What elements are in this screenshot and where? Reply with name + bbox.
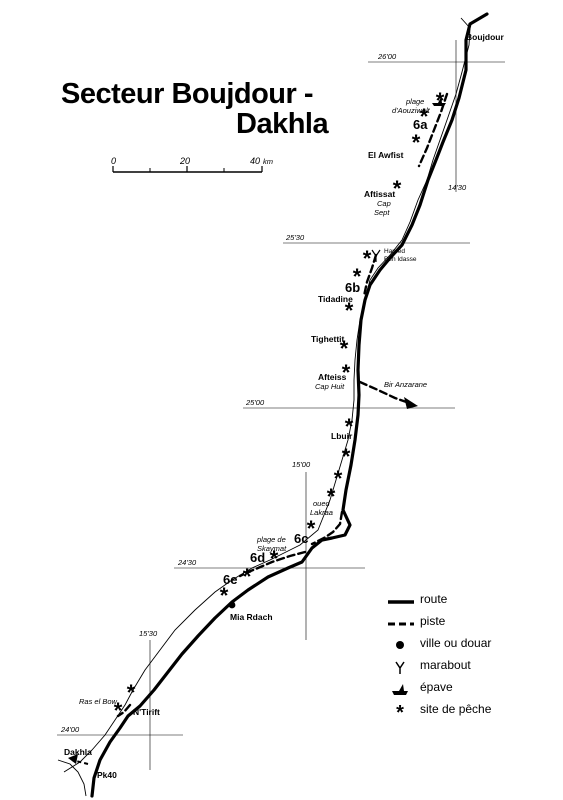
legend-row-epave: épave (388, 678, 558, 700)
map-legend: route piste ville ou douar marabout épav… (388, 590, 558, 722)
road-route (90, 12, 489, 798)
fishing-site-icon: * (342, 444, 351, 469)
label-dakhla: Dakhla (64, 747, 92, 757)
scale-tick-20: 20 (179, 156, 190, 166)
coord-1430: 14'30 (448, 183, 467, 192)
piste-6d-6e (238, 550, 307, 578)
fishing-site-icon: * (412, 130, 421, 155)
coord-1530: 15'30 (139, 629, 158, 638)
sector-6c: 6c (294, 531, 308, 546)
label-cap: Cap (377, 199, 391, 208)
sector-6e: 6e (223, 572, 237, 587)
label-el-awfist: El Awfist (368, 150, 404, 160)
fishing-site-icon: * (342, 360, 351, 385)
label-ntirift: N'Tirift (133, 707, 160, 717)
sector-6a: 6a (413, 117, 428, 132)
legend-piste-label: piste (420, 614, 446, 628)
coastline (57, 17, 471, 797)
fishing-site-icon: * (307, 516, 316, 541)
label-boujdour: Boujdour (466, 32, 504, 42)
legend-marabout-icon (395, 661, 405, 674)
piste-ntirift (116, 703, 132, 718)
label-plage-de: plage de (256, 535, 286, 544)
fishing-site-icon: * (393, 176, 402, 201)
legend-ville-label: ville ou douar (420, 636, 492, 650)
fishing-site-icon: * (243, 564, 252, 589)
piste-6b (362, 253, 378, 298)
label-ben-idasse: Ben Idasse (384, 256, 417, 263)
fishing-site-icon: * (334, 466, 343, 491)
scale-tick-0: 0 (111, 156, 116, 166)
label-skaymat: Skaymat (257, 544, 287, 553)
piste-dakhla (71, 759, 89, 765)
label-sept: Sept (374, 208, 390, 217)
legend-shipwreck-icon (392, 684, 408, 695)
coord-2600: 26'00 (377, 52, 397, 61)
coord-2400: 24'00 (60, 725, 80, 734)
fishing-site-icon: * (270, 546, 279, 571)
village-mia-rdach (228, 601, 236, 609)
map-title-line1: Secteur Boujdour - (61, 78, 314, 110)
coord-2430: 24'30 (177, 558, 197, 567)
legend-piste-symbol (388, 622, 414, 626)
sector-6d: 6d (250, 550, 265, 565)
legend-row-ville: ville ou douar (388, 634, 558, 656)
legend-row-peche: * site de pêche (388, 700, 558, 722)
legend-route-label: route (420, 592, 448, 606)
label-oued: oued (313, 499, 331, 508)
fishing-site-icon: * (420, 104, 429, 129)
fishing-site-icon: * (114, 698, 123, 723)
label-tidadine: Tidadine (318, 294, 353, 304)
legend-row-piste: piste (388, 612, 558, 634)
legend-row-route: route (388, 590, 558, 612)
coord-1500: 15'00 (292, 460, 311, 469)
place-labels: Boujdour El Awfist Aftissat Hamed Ben Id… (60, 32, 504, 780)
piste-bir-anzarane (358, 380, 414, 406)
label-aftissat: Aftissat (364, 189, 395, 199)
fishing-site-icon: * (363, 246, 372, 271)
legend-fishing-site-icon: * (396, 702, 404, 722)
label-lakraa: Lakraa (310, 508, 333, 517)
label-mia-rdach: Mia Rdach (230, 612, 273, 622)
legend-marabout-label: marabout (420, 658, 471, 672)
fishing-site-icon: * (345, 298, 354, 323)
shipwreck-icon (432, 97, 446, 106)
label-bir-anzarane: Bir Anzarane (384, 380, 427, 389)
label-cap-huit: Cap Huit (315, 382, 345, 391)
label-aouziwelt: d'Aouziwelt (392, 106, 431, 115)
sector-6b: 6b (345, 280, 360, 295)
fishing-site-icon: * (127, 680, 136, 705)
piste-lakraa (310, 510, 344, 546)
coord-2530: 25'30 (285, 233, 305, 242)
fishing-site-icon: * (327, 484, 336, 509)
legend-row-marabout: marabout (388, 656, 558, 678)
marabout-icon (371, 249, 381, 262)
arrow-dakhla (68, 754, 78, 764)
scale-tick-40: 40 (250, 156, 260, 166)
label-ras-el-bow: Ras el Bow (79, 697, 118, 706)
legend-village-icon (396, 641, 404, 649)
label-tighettit: Tighettit (311, 334, 345, 344)
label-hamed: Hamed (384, 248, 405, 255)
arrow-bir-anzarane (404, 397, 418, 409)
fishing-sites: * * * * * * * * * * * * * * * * * * * (114, 88, 445, 723)
map-title-line2: Dakhla (236, 108, 329, 140)
fishing-site-icon: * (345, 414, 354, 439)
coord-2500: 25'00 (245, 398, 265, 407)
scale-unit: km (263, 157, 273, 166)
legend-epave-label: épave (420, 680, 453, 694)
label-pk40: Pk40 (97, 770, 117, 780)
label-plage: plage (405, 97, 424, 106)
fishing-site-icon: * (220, 583, 229, 608)
fishing-site-icon: * (353, 264, 362, 289)
label-afteiss: Afteiss (318, 372, 347, 382)
legend-route-symbol (388, 600, 414, 604)
scale-bar: 0 20 40 km (111, 156, 273, 173)
legend-peche-label: site de pêche (420, 702, 492, 716)
svg-text:*: * (396, 702, 404, 722)
fishing-site-icon: * (340, 336, 349, 361)
label-lbuir: Lbuir (331, 431, 353, 441)
